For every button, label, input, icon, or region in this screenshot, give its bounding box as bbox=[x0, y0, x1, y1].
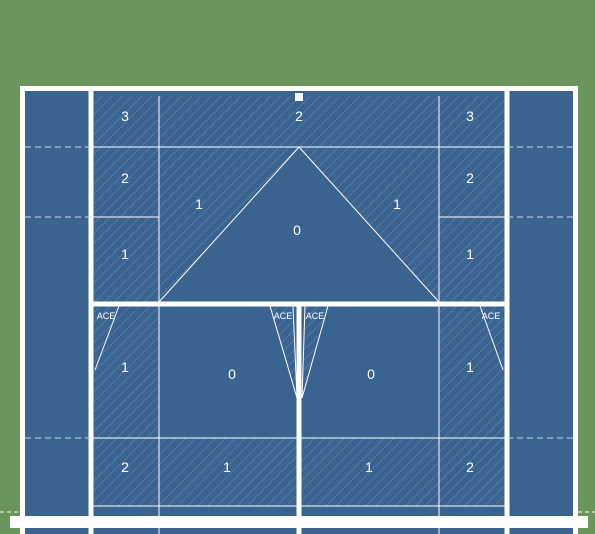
zone-label-front-right-2: 2 bbox=[466, 459, 474, 475]
ace-label-far-left: ACE bbox=[97, 311, 116, 321]
zone-label-front-right-1: 1 bbox=[365, 459, 373, 475]
ace-line-center-left-a bbox=[269, 305, 298, 399]
alley-dashes bbox=[25, 146, 573, 439]
zone-label-svc-left-outer-1: 1 bbox=[121, 359, 129, 375]
net bbox=[10, 516, 588, 528]
zone-label-left-1: 1 bbox=[121, 246, 129, 262]
ace-label-center-right: ACE bbox=[306, 311, 325, 321]
hatch-right-service-strip bbox=[439, 306, 505, 438]
zone-label-right-diag-1: 1 bbox=[393, 196, 401, 212]
ace-line-far-right bbox=[479, 305, 504, 371]
hatch-left-column bbox=[93, 147, 159, 302]
zone-label-right-2: 2 bbox=[466, 170, 474, 186]
zone-label-front-left-1: 1 bbox=[223, 459, 231, 475]
zone-label-svc-right-0: 0 bbox=[367, 366, 375, 382]
ace-label-far-right: ACE bbox=[482, 311, 501, 321]
zone-label-center-0: 0 bbox=[293, 222, 301, 238]
ace-labels: ACE ACE ACE ACE bbox=[97, 311, 501, 321]
hatch-back-band bbox=[93, 96, 505, 147]
zone-diagonal-right bbox=[298, 146, 440, 303]
zone-label-front-left-2: 2 bbox=[121, 459, 129, 475]
hatch-right-column bbox=[439, 147, 505, 302]
ace-label-center-left: ACE bbox=[274, 311, 293, 321]
ace-line-center-right-a bbox=[301, 305, 306, 399]
zone-label-svc-left-0: 0 bbox=[228, 366, 236, 382]
zone-label-svc-right-outer-1: 1 bbox=[466, 359, 474, 375]
zone-label-back-left-3: 3 bbox=[121, 108, 129, 124]
zone-label-left-2: 2 bbox=[121, 170, 129, 186]
zone-label-back-center-2: 2 bbox=[295, 108, 303, 124]
center-mark bbox=[295, 93, 303, 101]
ace-line-far-left bbox=[94, 305, 120, 371]
zone-label-left-diag-1: 1 bbox=[195, 196, 203, 212]
hatch-left-service-strip bbox=[93, 306, 159, 438]
zone-diagonal-left bbox=[158, 146, 300, 303]
ace-line-center-right-b bbox=[301, 305, 329, 399]
court-lines bbox=[20, 86, 578, 534]
ace-line-center-left-b bbox=[292, 305, 298, 399]
court-outer-line bbox=[20, 86, 578, 534]
zone-labels: 3 2 3 2 2 1 1 0 1 1 1 0 0 1 2 1 1 2 bbox=[121, 108, 474, 475]
zone-label-back-right-3: 3 bbox=[466, 108, 474, 124]
zone-label-right-1: 1 bbox=[466, 246, 474, 262]
